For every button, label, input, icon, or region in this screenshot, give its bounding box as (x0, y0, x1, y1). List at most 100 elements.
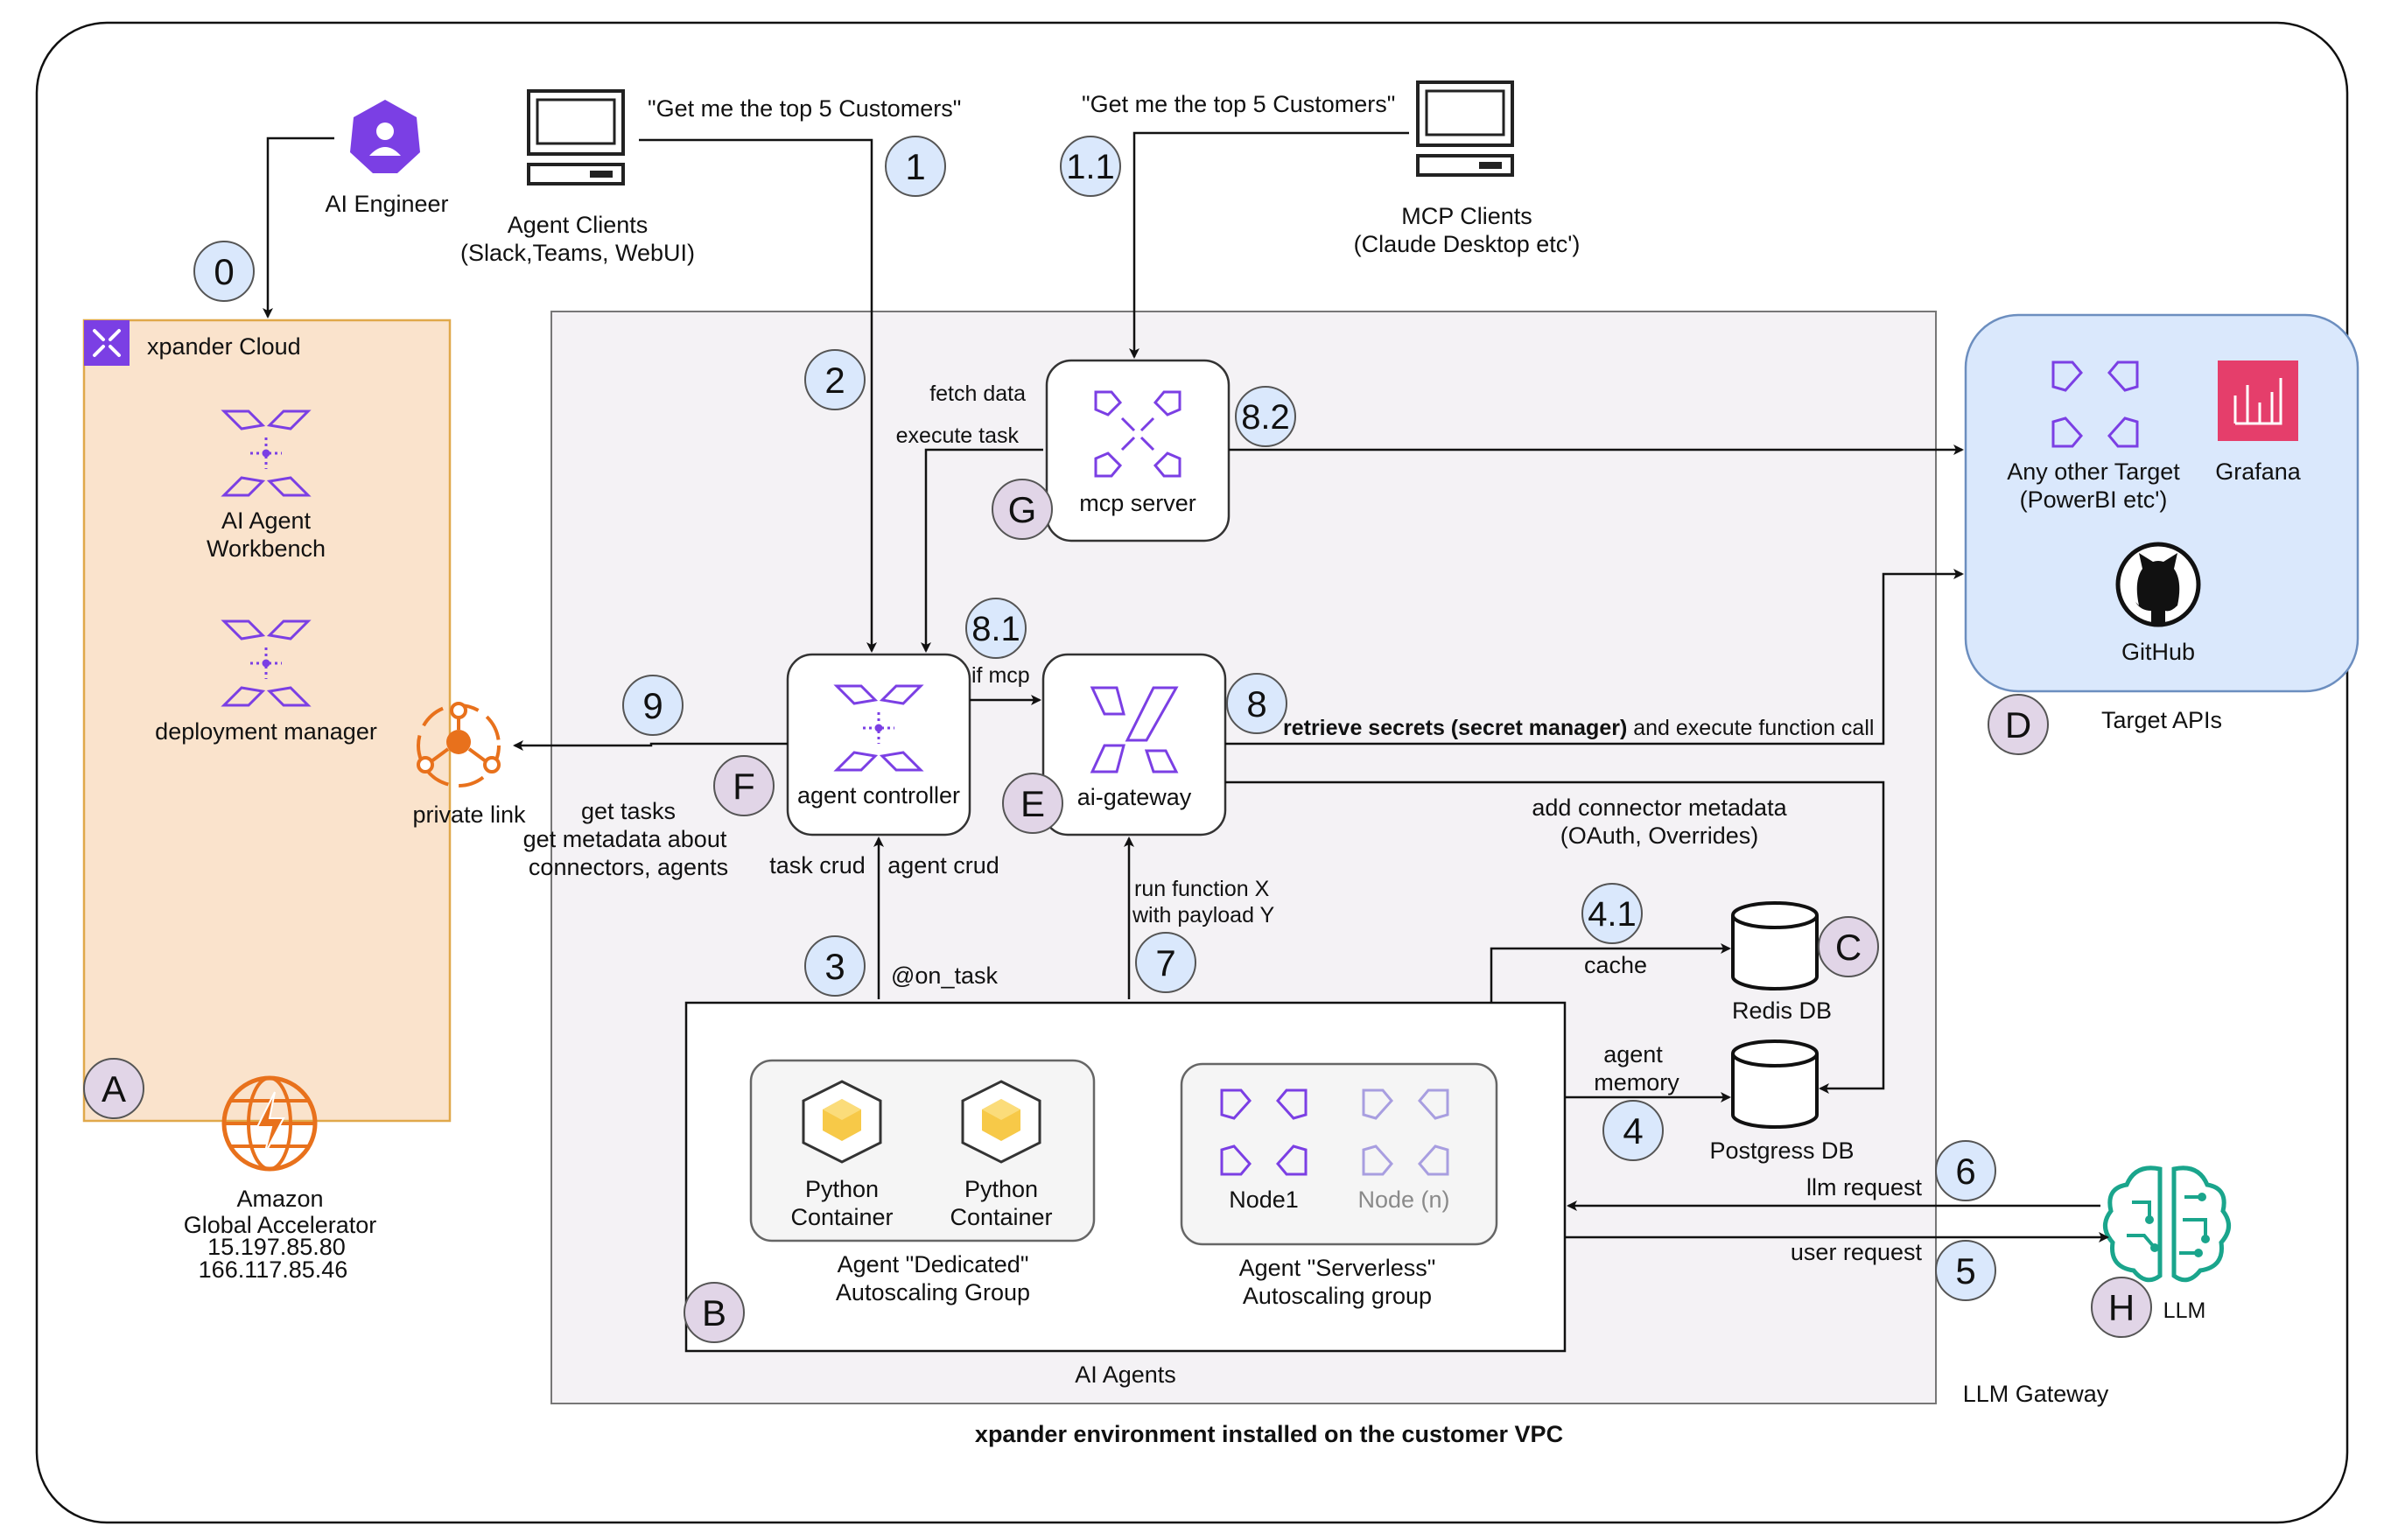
accelerator-ip-1: 15.197.85.80 (207, 1234, 346, 1260)
ai-gateway-icon (1090, 686, 1179, 774)
label-retrieve-secrets: retrieve secrets (secret manager) and ex… (1283, 716, 1874, 740)
mcp-clients-monitor-icon (1416, 80, 1514, 177)
postgres-db-icon (1731, 1040, 1819, 1129)
ai-engineer-icon (350, 100, 420, 173)
dedicated-group-label-2: Autoscaling Group (836, 1279, 1030, 1306)
edge-engineer-to-cloud (263, 136, 334, 318)
label-user-request: user request (1791, 1239, 1923, 1265)
private-link-label: private link (412, 802, 526, 828)
svg-text:E: E (1020, 783, 1045, 824)
agent-clients-label-2: (Slack,Teams, WebUI) (460, 240, 695, 266)
svg-text:8.2: 8.2 (1241, 398, 1290, 437)
postgres-db-label: Postgress DB (1709, 1138, 1854, 1164)
target-apis-caption: Target APIs (2101, 707, 2222, 733)
agent-clients-monitor-icon (527, 89, 625, 186)
workbench-label-2: Workbench (207, 536, 326, 562)
step-badge-6: 6 (1935, 1140, 1996, 1201)
mcp-clients-label-1: MCP Clients (1401, 203, 1532, 229)
component-badge-h: H (2091, 1277, 2152, 1338)
ai-engineer-label: AI Engineer (325, 191, 448, 217)
accelerator-ip-2: 166.117.85.46 (199, 1256, 348, 1283)
label-cache: cache (1584, 952, 1647, 978)
svg-text:3: 3 (824, 946, 845, 987)
xpander-cloud-title: xpander Cloud (147, 333, 301, 360)
svg-text:2: 2 (824, 360, 845, 401)
global-accelerator-icon (221, 1075, 318, 1172)
step-badge-2: 2 (804, 349, 866, 410)
svg-text:6: 6 (1955, 1151, 1975, 1192)
svg-text:9: 9 (642, 685, 663, 726)
mcp-clients-label-2: (Claude Desktop etc') (1354, 231, 1581, 257)
edge-mcp-server-to-controller (921, 448, 1043, 653)
serverless-group-box (1180, 1062, 1498, 1246)
svg-text:B: B (702, 1292, 726, 1334)
ai-gateway-label: ai-gateway (1077, 784, 1192, 810)
mcp-clients-quote: "Get me the top 5 Customers" (1082, 91, 1395, 117)
edge-agents-to-redis (1490, 943, 1731, 1003)
llm-gateway-label: LLM Gateway (1963, 1381, 2109, 1407)
label-run-function-2: with payload Y (1132, 903, 1274, 928)
label-get-tasks-2: get metadata about (523, 826, 727, 852)
component-badge-a: A (83, 1058, 144, 1119)
label-get-tasks-1: get tasks (581, 798, 676, 824)
label-fetch-data: fetch data (929, 382, 1026, 406)
mcp-server-icon (1094, 390, 1181, 478)
svg-text:A: A (102, 1068, 126, 1110)
svg-text:5: 5 (1955, 1250, 1975, 1292)
python-container-1-icon (802, 1080, 882, 1164)
grafana-icon (2218, 360, 2298, 441)
svg-text:1: 1 (905, 146, 925, 187)
github-label: GitHub (2121, 639, 2195, 665)
node-n-icon (1362, 1088, 1449, 1176)
ai-agent-workbench-icon (221, 410, 312, 497)
deployment-manager-icon (221, 620, 312, 707)
svg-text:C: C (1835, 927, 1862, 968)
agent-clients-label-1: Agent Clients (508, 212, 649, 238)
serverless-group-label-1: Agent "Serverless" (1239, 1255, 1436, 1281)
node1-label: Node1 (1229, 1186, 1299, 1213)
svg-text:D: D (2005, 704, 2031, 746)
label-llm-request: llm request (1806, 1174, 1923, 1200)
step-badge-3: 3 (804, 935, 866, 997)
accelerator-label-2: Global Accelerator (184, 1212, 377, 1238)
svg-text:1.1: 1.1 (1066, 148, 1115, 186)
label-agent-memory-1: agent (1603, 1041, 1663, 1068)
svg-text:G: G (1008, 489, 1037, 530)
edge-gateway-to-targets (1225, 569, 1964, 746)
serverless-group-label-2: Autoscaling group (1243, 1283, 1432, 1309)
step-badge-4-1: 4.1 (1581, 883, 1643, 944)
step-badge-1: 1 (885, 136, 946, 197)
step-badge-1-1: 1.1 (1060, 136, 1121, 197)
agent-controller-icon (833, 684, 924, 772)
redis-db-label: Redis DB (1732, 998, 1832, 1024)
step-badge-7: 7 (1135, 932, 1196, 993)
grafana-label: Grafana (2215, 458, 2302, 485)
dedicated-group-label-1: Agent "Dedicated" (838, 1251, 1029, 1278)
private-link-icon (417, 702, 501, 788)
python-container-2-icon (961, 1080, 1041, 1164)
label-run-function-1: run function X (1134, 877, 1270, 901)
component-badge-e: E (1002, 773, 1063, 834)
label-agent-crud: agent crud (887, 852, 999, 878)
llm-brain-icon (2103, 1166, 2231, 1283)
python-container-2-label-1: Python (964, 1176, 1038, 1202)
label-if-mcp: if mcp (971, 663, 1030, 688)
label-execute-task: execute task (896, 424, 1020, 448)
ai-agents-caption: AI Agents (1075, 1362, 1176, 1388)
svg-text:4: 4 (1623, 1110, 1643, 1152)
svg-text:8: 8 (1246, 683, 1266, 724)
component-badge-b: B (684, 1282, 745, 1343)
any-other-target-icon (2051, 360, 2139, 448)
label-on-task: @on_task (891, 962, 998, 989)
agent-clients-quote: "Get me the top 5 Customers" (648, 95, 961, 122)
component-badge-f: F (713, 755, 775, 816)
edge-agent-clients-to-controller (639, 138, 877, 653)
step-badge-9: 9 (622, 675, 684, 736)
label-connector-metadata-1: add connector metadata (1532, 794, 1787, 821)
edge-mcp-clients-to-mcp-server (1129, 131, 1409, 359)
edge-gateway-to-postgres (1225, 780, 1885, 1094)
mcp-server-label: mcp server (1079, 490, 1196, 516)
python-container-1-label-2: Container (790, 1204, 893, 1230)
agent-controller-label: agent controller (797, 782, 960, 808)
